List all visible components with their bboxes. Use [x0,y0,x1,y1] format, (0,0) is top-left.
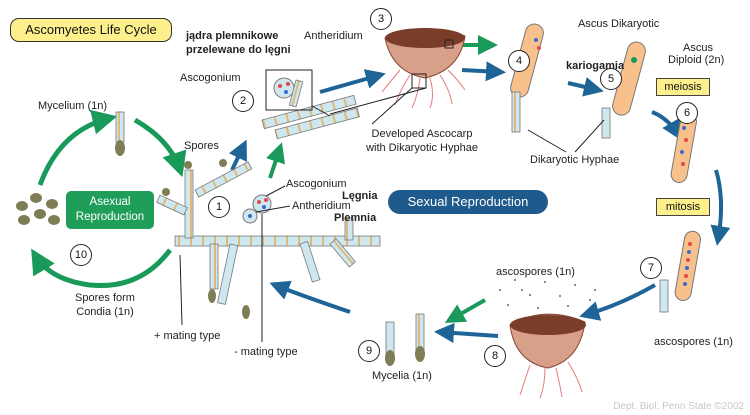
asexual-line-2: Reproduction [75,211,145,223]
label-jadra-2: przelewane do lęgni [186,44,291,56]
diagram-title: Ascomyetes Life Cycle [10,18,172,42]
label-minus-mating: - mating type [234,346,298,358]
asexual-line-1: Asexual [89,196,131,208]
asexual-reproduction-box: Asexual Reproduction [66,191,154,229]
dikaryotic-ascus [510,23,567,153]
label-ascogonium-center: Ascogonium [286,178,347,190]
mycelium-top-left [115,111,125,156]
label-plus-mating: + mating type [154,330,221,342]
label-ascogonium-top: Ascogonium [180,72,241,84]
arrow-to-mycelium [37,109,118,186]
label-kariogamia: kariogamia [566,60,625,72]
sexual-reproduction-box: Sexual Reproduction [388,190,548,214]
label-developed-2: with Dikaryotic Hyphae [366,142,478,154]
step-7: 7 [640,257,662,279]
conidia-spores [16,193,60,225]
arrow-to-conidia [31,248,172,289]
label-ascus-diploid-1: Ascus [683,42,713,54]
ascogonium-pointer [265,185,286,197]
ascocarp-top [329,28,466,125]
arrow-step2-to-ascocarp [319,69,386,94]
arrow-mycelia-to-hyphae [269,280,351,314]
step-4: 4 [508,50,530,72]
step-6: 6 [676,102,698,124]
arrow-to-mycelia [444,298,486,323]
step-8: 8 [484,345,506,367]
plus-mating-pointer [179,254,183,326]
central-hyphae-network [156,159,381,319]
label-plemnia: Plemnia [334,212,377,224]
mitosis-box: mitosis [656,198,710,216]
arrow-step7-to-ascocarp [579,283,656,321]
mycelia-pair [385,313,425,366]
label-mycelia: Mycelia (1n) [372,370,432,382]
credit-text: Dept. Biol. Penn State ©2002 [613,401,744,412]
step-10: 10 [70,244,92,266]
arrow-mitosis [710,169,731,246]
arrow-meiosis [651,110,682,141]
label-dikaryotic-hyphae: Dikaryotic Hyphae [530,154,620,166]
step-1: 1 [208,196,230,218]
label-ascospores-right: ascospores (1n) [654,336,733,348]
meiosis-ascus [670,112,697,183]
label-ascospores-top: ascospores (1n) [496,266,575,278]
ascocarp-bottom [499,279,596,399]
arrow-ascocarp-to-mycelia [434,322,499,343]
label-ascus-dikaryotic: Ascus Dikaryotic [578,18,660,30]
arrow-ascocarp-to-step4 [461,61,506,82]
label-jadra-1: jądra plemnikowe [186,30,279,42]
step2-mating-structure [261,69,360,140]
step-3: 3 [370,8,392,30]
ascospore-ascus [659,230,701,313]
arrow-hypha-to-gametangia [266,142,286,179]
arrow-spores-to-step2 [228,139,247,171]
antheridium-pointer [255,205,291,213]
arrow-mycelium-to-spores [133,117,187,178]
label-spores-form-2: Condia (1n) [76,306,134,318]
label-legnia: Lęgnia [342,190,378,202]
label-antheridium-top: Antheridium [304,30,363,42]
label-mycelium: Mycelium (1n) [38,100,108,112]
label-spores-form-1: Spores form [75,292,135,304]
label-developed-1: Developed Ascocarp [371,128,473,140]
step-5: 5 [600,68,622,90]
label-antheridium-center: Antheridium [292,200,351,212]
label-ascus-diploid-2: Diploid (2n) [668,54,725,66]
step-9: 9 [358,340,380,362]
diploid-ascus [574,41,646,153]
arrow-karyogamy [567,77,604,97]
label-spores: Spores [184,140,219,152]
step-2: 2 [232,90,254,112]
meiosis-box: meiosis [656,78,710,96]
